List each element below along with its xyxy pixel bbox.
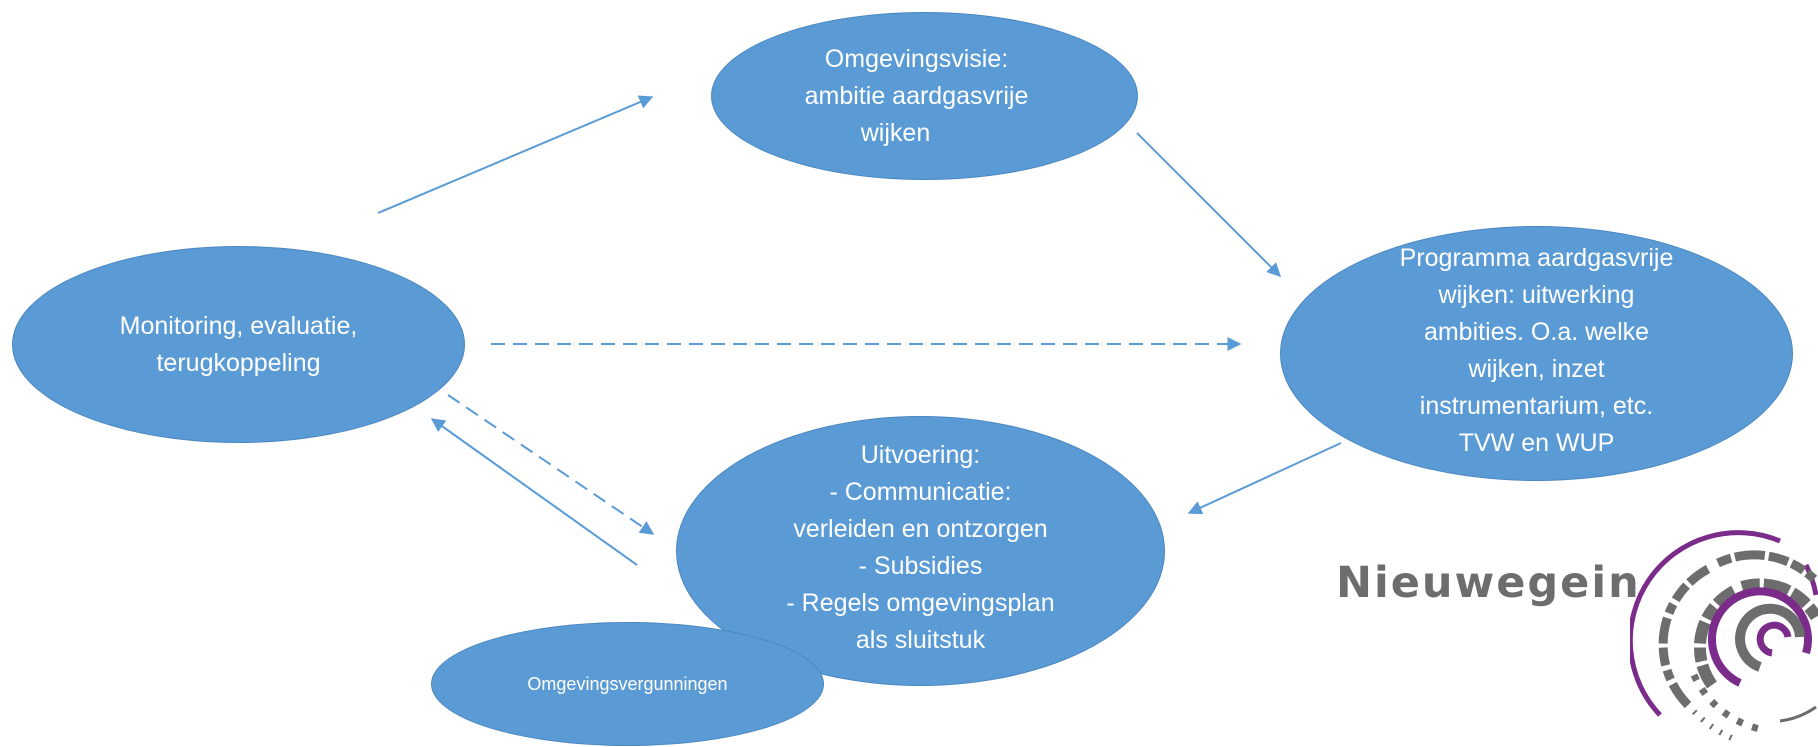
node-monitoring: Monitoring, evaluatie, terugkoppeling: [12, 246, 465, 443]
node-omgevingsvergunningen: Omgevingsvergunningen: [431, 622, 824, 746]
arrow-monitoring-to-visie: [377, 95, 654, 214]
nieuwegein-spiral-logo-icon: [1630, 530, 1818, 742]
node-omgevingsvisie: Omgevingsvisie: ambitie aardgasvrije wij…: [711, 12, 1138, 180]
logo-wordmark: Nieuwegein: [1336, 558, 1641, 608]
node-omgevingsvisie-line: ambitie aardgasvrije: [804, 81, 1029, 110]
node-uitvoering-text: Uitvoering: - Communicatie: verleiden en…: [786, 437, 1054, 659]
node-uitvoering-line: Uitvoering:: [860, 441, 981, 469]
node-omgevingsvisie-line: wijken: [860, 118, 931, 147]
node-uitvoering-line: als sluitstuk: [855, 626, 986, 654]
node-uitvoering-line: verleiden en ontzorgen: [793, 515, 1048, 543]
node-uitvoering-line: - Subsidies: [858, 552, 983, 580]
node-monitoring-text: Monitoring, evaluatie, terugkoppeling: [120, 308, 358, 382]
node-programma-line: wijken: uitwerking: [1438, 280, 1635, 309]
node-uitvoering-line: - Regels omgevingsplan: [786, 589, 1055, 617]
arrow-visie-to-programma: [1136, 132, 1281, 277]
node-programma-line: Programma aardgasvrije: [1399, 243, 1674, 272]
node-programma-text: Programma aardgasvrije wijken: uitwerkin…: [1400, 240, 1674, 462]
arrow-monitoring-to-uitvoering-dashed: [447, 394, 655, 535]
node-omgevingsvergunningen-text: Omgevingsvergunningen: [527, 672, 727, 696]
arrow-uitvoering-to-monitoring: [430, 418, 638, 566]
node-omgevingsvergunningen-line: Omgevingsvergunningen: [527, 674, 728, 694]
node-programma: Programma aardgasvrije wijken: uitwerkin…: [1280, 226, 1793, 481]
node-uitvoering-line: - Communicatie:: [829, 478, 1012, 506]
node-programma-line: TVW en WUP: [1458, 428, 1615, 457]
node-omgevingsvisie-text: Omgevingsvisie: ambitie aardgasvrije wij…: [805, 41, 1045, 152]
arrow-programma-to-uitvoering: [1187, 442, 1342, 515]
node-omgevingsvisie-line: Omgevingsvisie:: [824, 44, 1009, 73]
node-monitoring-line: Monitoring, evaluatie,: [119, 311, 358, 340]
node-programma-line: ambities. O.a. welke: [1423, 317, 1650, 346]
node-monitoring-line: terugkoppeling: [156, 348, 321, 377]
node-programma-line: wijken, inzet: [1468, 354, 1605, 383]
node-programma-line: instrumentarium, etc.: [1419, 391, 1654, 420]
